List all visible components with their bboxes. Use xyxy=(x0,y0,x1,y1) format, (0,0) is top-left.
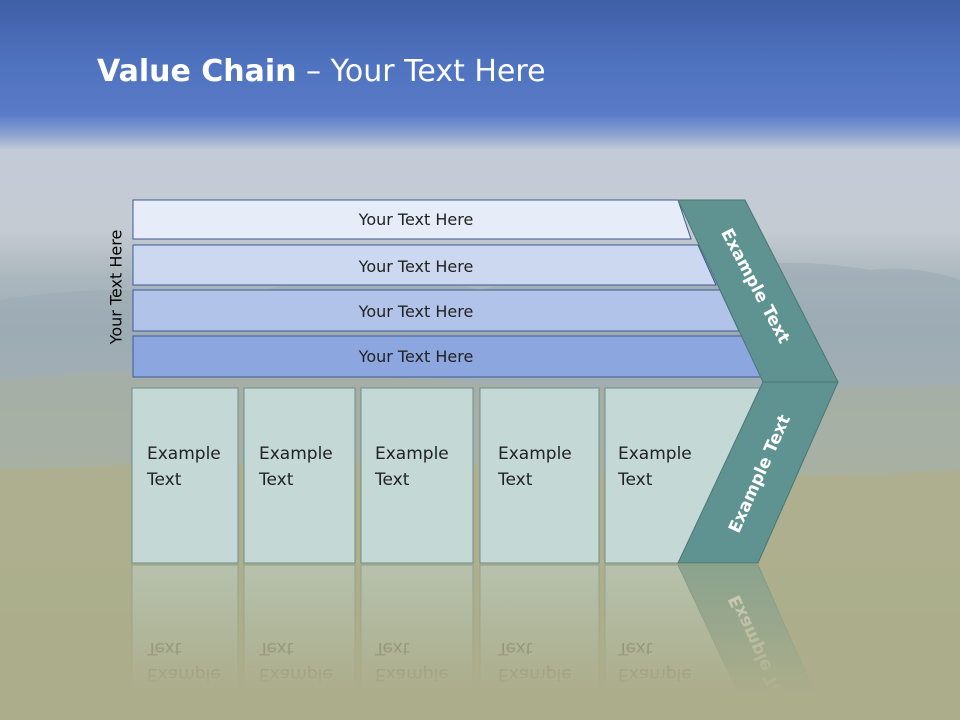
reflection-boxes xyxy=(131,564,828,720)
bars-group: Your Text Here Your Text Here Your Text … xyxy=(132,199,764,378)
box-1 xyxy=(131,387,239,564)
box-1-line2: Text xyxy=(146,470,182,490)
reflection-text: Example xyxy=(259,664,333,684)
bar-4-label: Your Text Here xyxy=(358,347,474,366)
box-1-line1: Example xyxy=(147,444,221,464)
box-2-line2: Text xyxy=(258,470,294,490)
slide-title: Value Chain – Your Text Here xyxy=(97,54,546,89)
reflection-box xyxy=(243,564,356,720)
reflection-text: Text xyxy=(258,638,294,658)
box-4-line1: Example xyxy=(498,444,572,464)
box-4 xyxy=(479,387,600,564)
reflection-box xyxy=(131,564,239,720)
reflection: Example Text Example Text Example Text E… xyxy=(131,564,828,720)
reflection-text: Text xyxy=(374,638,410,658)
bar-1 xyxy=(132,199,692,240)
box-5-line2: Text xyxy=(617,470,653,490)
reflection-box xyxy=(360,564,474,720)
reflection-box xyxy=(479,564,600,720)
box-2 xyxy=(243,387,356,564)
reflection-text: Example xyxy=(375,664,449,684)
box-3-line1: Example xyxy=(375,444,449,464)
bar-3-label: Your Text Here xyxy=(358,302,474,321)
box-2-line1: Example xyxy=(259,444,333,464)
box-5-line1: Example xyxy=(618,444,692,464)
reflection-text: Text xyxy=(617,638,653,658)
reflection-text: Example xyxy=(618,664,692,684)
box-3-line2: Text xyxy=(374,470,410,490)
bar-1-label: Your Text Here xyxy=(358,210,474,229)
box-4-line2: Text xyxy=(497,470,533,490)
boxes-group: Example Text Example Text Example Text E… xyxy=(131,387,761,564)
bar-2 xyxy=(132,244,717,286)
reflection-text: Example xyxy=(498,664,572,684)
reflection-text: Text xyxy=(497,638,533,658)
chevron-lower xyxy=(677,381,839,564)
title-bold: Value Chain xyxy=(97,54,297,89)
reflection-arrow xyxy=(677,564,828,720)
reflection-text: Example xyxy=(147,664,221,684)
reflection-text: Text xyxy=(146,638,182,658)
title-rest: – Your Text Here xyxy=(296,54,546,89)
box-3 xyxy=(360,387,474,564)
bar-2-label: Your Text Here xyxy=(358,257,474,276)
